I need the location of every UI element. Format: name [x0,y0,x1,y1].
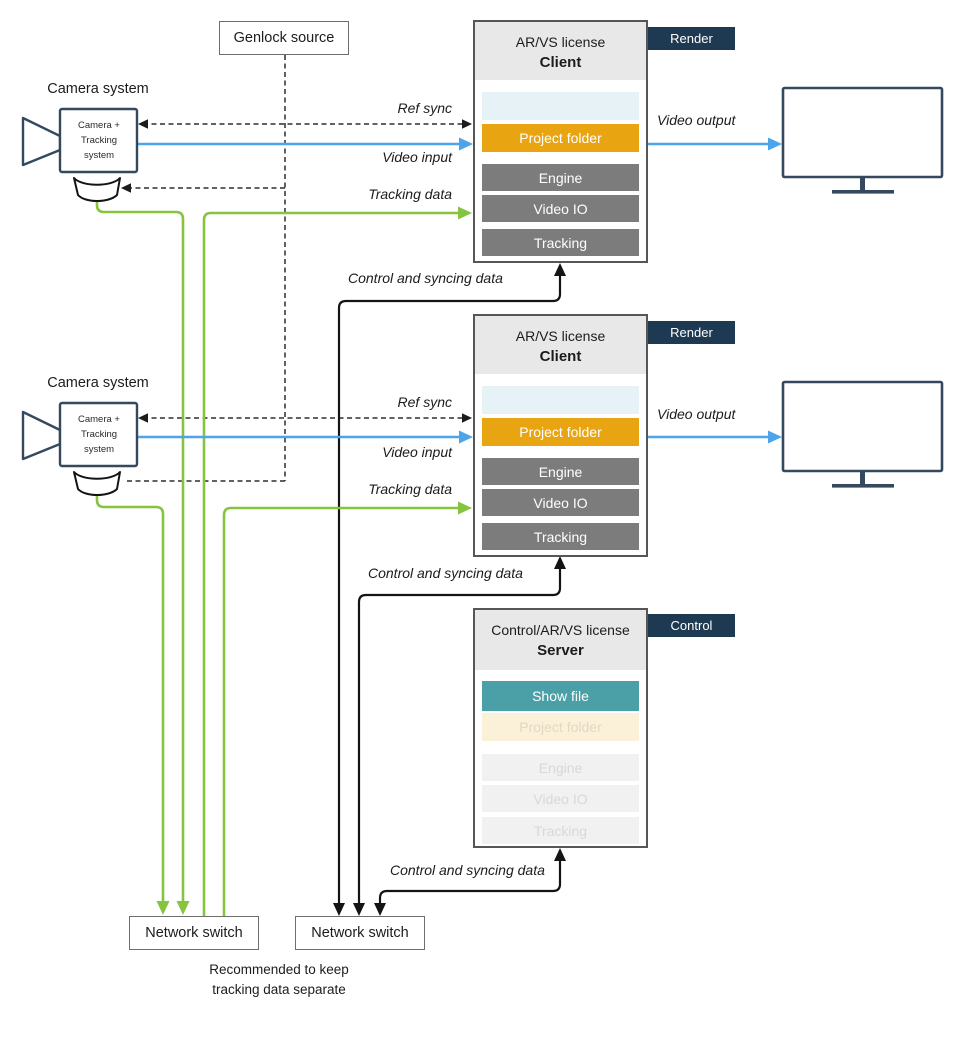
control-line-client1 [337,275,562,904]
camera-2-line-1: Camera + [78,414,120,425]
camera-system-2-label: Camera system [47,375,149,391]
camera-2-line-2: Tracking [80,429,118,441]
control-line-client2 [357,568,562,904]
genlock-source-label: Genlock source [233,30,335,46]
camera-2-body-text: Camera + Tracking system [62,412,136,458]
camera-1-line-1: Camera + [78,120,120,131]
tracking-cam1-to-switch [95,198,185,902]
sync-dashed-arrowheads [121,119,472,423]
genlock-source-box: Genlock source [219,21,349,55]
video-output-label-1: Video output [657,112,736,128]
client-2-video-io: Video IO [482,489,639,516]
server-box: Control/AR/VS license Server Show file P… [473,608,648,848]
video-input-label-2: Video input [382,444,452,460]
video-input-label-1: Video input [382,149,452,165]
camera-2-line-3: system [83,444,115,456]
server-engine-faded: Engine [482,754,639,781]
camera-lens-shape [21,410,62,461]
tracking-note: Recommended to keep tracking data separa… [168,960,390,1001]
tracking-data-label-1: Tracking data [368,186,452,202]
monitor-icon [781,380,944,488]
network-switch-1-box: Network switch [129,916,259,950]
video-lines [137,142,769,439]
control-syncing-label-2: Control and syncing data [368,565,523,581]
video-output-label-2: Video output [657,406,736,422]
client-2-render-tag: Render [648,321,735,344]
client-1-empty-slot [482,92,639,120]
monitor-screen [781,380,944,473]
server-role: Server [537,642,584,660]
video-arrowheads [459,137,782,444]
server-project-folder-faded: Project folder [482,713,639,741]
client-2-project-folder: Project folder [482,418,639,446]
ref-sync-label-2: Ref sync [397,394,452,410]
camera-body-shape [58,107,139,174]
client-1-tracking: Tracking [482,229,639,256]
monitor-icon [781,86,944,194]
client-1-header: AR/VS license Client [475,22,646,80]
client-1-license: AR/VS license [515,34,606,50]
client-2-box: AR/VS license Client Project folder Engi… [473,314,648,557]
server-header: Control/AR/VS license Server [475,610,646,670]
ref-sync-label-1: Ref sync [397,100,452,116]
tracking-sensor-icon [73,471,121,496]
monitor-screen [781,86,944,179]
client-2-empty-slot [482,386,639,414]
network-switch-2-box: Network switch [295,916,425,950]
server-show-file: Show file [482,681,639,711]
monitor-stem [860,471,865,484]
client-2-license: AR/VS license [515,328,606,344]
camera-1-body-text: Camera + Tracking system [62,118,136,164]
server-video-io-faded: Video IO [482,785,639,812]
server-tracking-faded: Tracking [482,817,639,844]
control-syncing-label-1: Control and syncing data [348,270,503,286]
camera-lens-shape [21,116,62,167]
tracking-cam2-to-switch [95,494,165,902]
tracking-lines [95,198,458,916]
client-1-box: AR/VS license Client Project folder Engi… [473,20,648,263]
tracking-switch-to-client1 [202,211,458,916]
monitor-base [832,190,894,194]
control-lines [337,275,562,904]
tracking-data-label-2: Tracking data [368,481,452,497]
client-2-tracking: Tracking [482,523,639,550]
camera-1-line-2: Tracking [80,135,118,147]
camera-system-1-label: Camera system [47,81,149,97]
client-1-video-io: Video IO [482,195,639,222]
camera-1-line-3: system [83,150,115,162]
control-arrowheads [333,263,566,916]
monitor-stem [860,177,865,190]
control-syncing-label-3: Control and syncing data [390,862,545,878]
camera-body-shape [58,401,139,468]
client-1-render-tag: Render [648,27,735,50]
client-2-role: Client [539,348,582,366]
camera-icon [21,401,139,496]
client-1-engine: Engine [482,164,639,191]
network-switch-1-label: Network switch [145,925,243,941]
control-line-server [378,860,562,904]
tracking-arrowheads [156,206,472,915]
client-1-project-folder: Project folder [482,124,639,152]
tracking-note-line-1: Recommended to keep [209,962,349,977]
client-2-header: AR/VS license Client [475,316,646,374]
server-license: Control/AR/VS license [491,622,630,638]
tracking-switch-to-client2 [222,506,458,916]
monitor-base [832,484,894,488]
sync-dashed-lines [127,55,467,482]
camera-icon [21,107,139,202]
server-control-tag: Control [648,614,735,637]
client-1-role: Client [539,54,582,72]
tracking-sensor-icon [73,177,121,202]
network-switch-2-label: Network switch [311,925,409,941]
client-2-engine: Engine [482,458,639,485]
tracking-note-line-2: tracking data separate [212,982,346,998]
